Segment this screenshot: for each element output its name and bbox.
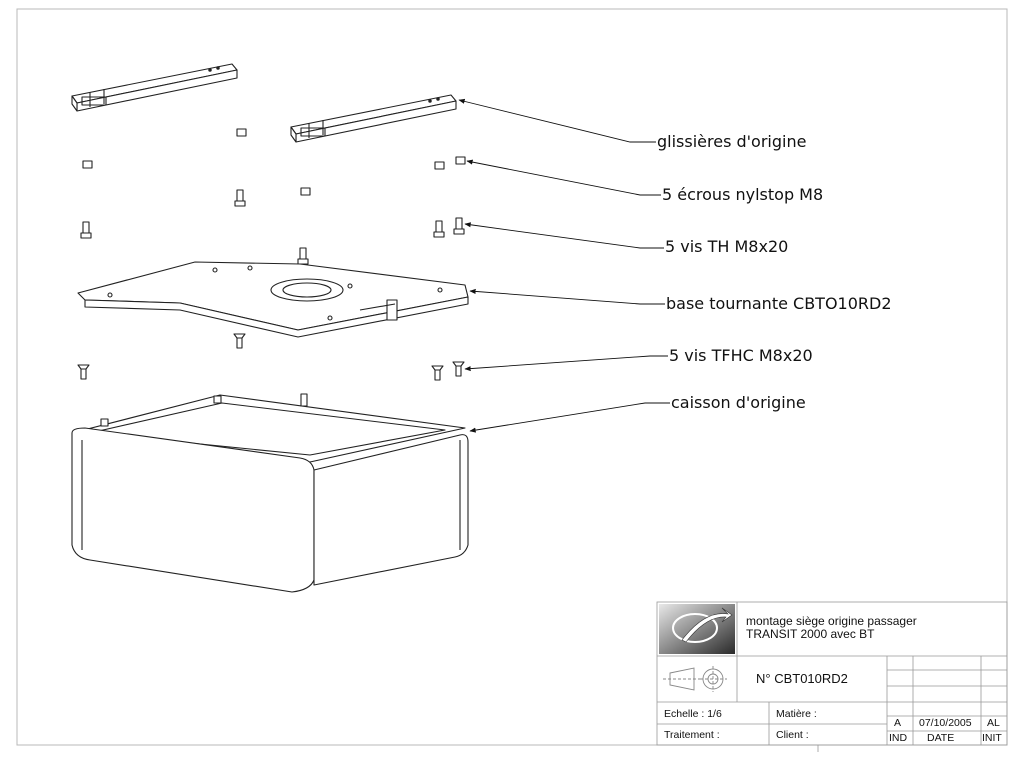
leader-ecrous	[466, 159, 661, 196]
header-init: INIT	[982, 732, 1002, 744]
label-vis-tfhc: 5 vis TFHC M8x20	[669, 346, 813, 365]
swivel-base-plate	[77, 261, 469, 338]
projection-symbol	[663, 666, 727, 692]
label-glissieres: glissières d'origine	[657, 132, 807, 151]
label-ecrous: 5 écrous nylstop M8	[662, 185, 824, 204]
drawing-number: N° CBT010RD2	[756, 671, 848, 686]
header-ind: IND	[889, 732, 908, 744]
scale-label: Echelle : 1/6	[664, 708, 722, 720]
leader-base	[469, 288, 665, 305]
label-base: base tournante CBTO10RD2	[666, 294, 892, 313]
label-caisson: caisson d'origine	[671, 393, 806, 412]
drawing-title-line2: TRANSIT 2000 avec BT	[746, 627, 875, 641]
header-date: DATE	[927, 732, 955, 744]
left-slide-rail	[71, 63, 238, 112]
leader-caisson	[469, 402, 670, 433]
revision-ind: A	[894, 717, 902, 729]
revision-init: AL	[987, 717, 1000, 729]
title-block	[656, 601, 1008, 746]
right-slide-rail	[290, 94, 457, 143]
tfhc-screws	[77, 333, 465, 381]
seat-box-caisson	[71, 393, 469, 593]
leader-vis-th	[464, 222, 664, 249]
client-label: Client :	[776, 729, 809, 741]
th-bolts	[80, 189, 465, 265]
nylstop-nuts	[82, 128, 466, 196]
material-label: Matière :	[776, 708, 817, 720]
leader-vis-tfhc	[464, 355, 668, 372]
revision-date: 07/10/2005	[919, 717, 972, 729]
label-vis-th: 5 vis TH M8x20	[665, 237, 789, 256]
company-logo	[659, 604, 735, 654]
drawing-frame	[16, 8, 1008, 746]
treatment-label: Traitement :	[664, 729, 720, 741]
leader-glissieres	[458, 98, 656, 143]
drawing-title-line1: montage siège origine passager	[746, 614, 917, 628]
